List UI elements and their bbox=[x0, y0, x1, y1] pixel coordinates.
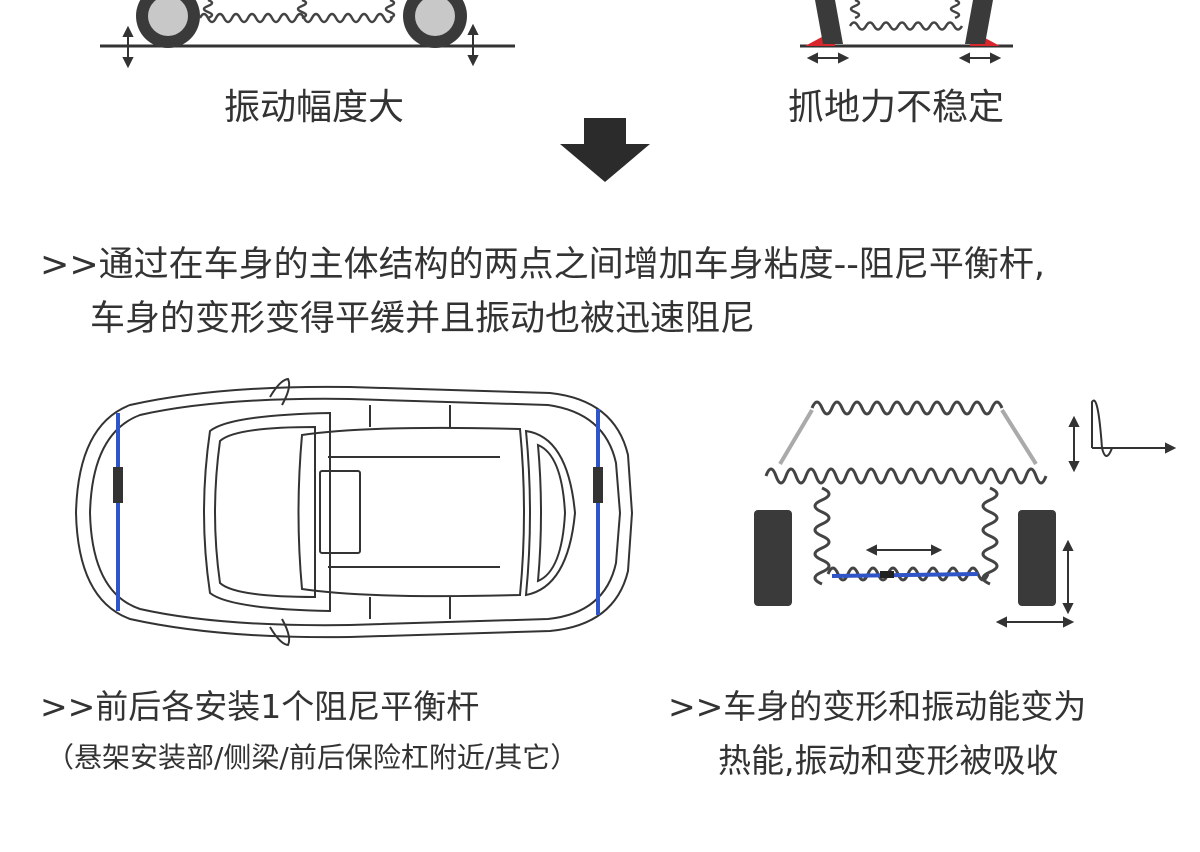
right-updown-arrow-icon bbox=[467, 23, 479, 67]
left-updown-arrow-icon bbox=[122, 25, 134, 69]
right-wheel-icon bbox=[403, 0, 467, 48]
rear-damper-bar-icon bbox=[593, 409, 603, 615]
left-suspension-wheel-icon bbox=[754, 510, 792, 606]
grip-caption: 抓地力不稳定 bbox=[788, 87, 1005, 128]
grip-front-diagram bbox=[800, 0, 1013, 64]
install-description: >>前后各安装1个阻尼平衡杆 bbox=[40, 687, 480, 726]
suspension-diagram bbox=[754, 399, 1177, 628]
wheel-horizontal-arrow-icon bbox=[995, 616, 1075, 628]
down-arrow-icon bbox=[560, 118, 650, 182]
right-tyre-icon bbox=[965, 0, 993, 44]
top-vertical-arrow-icon bbox=[1068, 415, 1080, 473]
right-suspension-wheel-icon bbox=[1018, 510, 1056, 606]
left-tyre-icon bbox=[815, 0, 843, 44]
vibration-side-diagram bbox=[100, 0, 515, 69]
left-wheel-icon bbox=[136, 0, 200, 48]
description-line-1: >>通过在车身的主体结构的两点之间增加车身粘度--阻尼平衡杆, bbox=[40, 245, 1046, 285]
decaying-wave-icon bbox=[1091, 399, 1177, 457]
install-locations: （悬架安装部/侧梁/前后保险杠附近/其它） bbox=[46, 741, 579, 774]
vibration-caption: 振动幅度大 bbox=[224, 87, 405, 128]
front-damper-bar-icon bbox=[113, 413, 123, 611]
middle-horizontal-arrow-icon bbox=[865, 544, 943, 556]
suspension-damper-bar-icon bbox=[831, 571, 979, 578]
wheel-vertical-arrow-icon bbox=[1062, 539, 1074, 615]
car-top-view-diagram bbox=[74, 377, 634, 647]
description-line-2: 车身的变形变得平缓并且振动也被迅速阻尼 bbox=[90, 299, 756, 339]
left-side-arrow-icon bbox=[806, 52, 850, 64]
right-side-arrow-icon bbox=[958, 52, 1002, 64]
energy-result: 热能,振动和变形被吸收 bbox=[718, 741, 1059, 780]
energy-description: >>车身的变形和振动能变为 bbox=[668, 687, 1087, 726]
